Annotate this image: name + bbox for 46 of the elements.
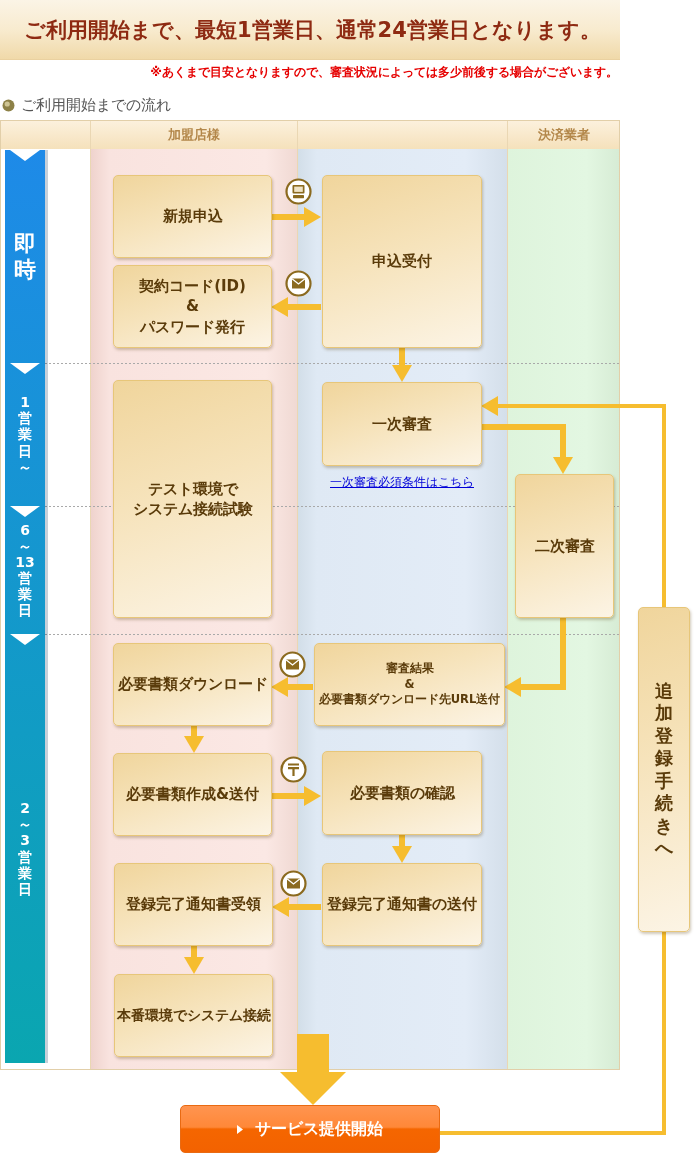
column-header: 決済業者: [538, 126, 590, 144]
page-title: ご利用開始まで、最短1営業日、通常24営業日となります。: [24, 17, 601, 44]
time-label: 即時: [13, 231, 37, 282]
step-label: 一次審査: [372, 413, 432, 435]
time-band: [5, 363, 45, 506]
arrow: [271, 297, 321, 317]
process-box: 審査結果 & 必要書類ダウンロード先URL送付: [314, 643, 505, 726]
arrow: [392, 835, 412, 863]
time-band: [5, 150, 45, 363]
arrow: [184, 726, 204, 753]
process-box: 必要書類の確認: [322, 751, 482, 835]
process-box: 登録完了通知書の送付: [322, 863, 482, 946]
process-box: 二次審査: [515, 474, 614, 618]
process-box: 登録完了通知書受領: [114, 863, 273, 946]
process-box: 新規申込: [113, 175, 272, 258]
column-header: 加盟店様: [168, 126, 220, 144]
time-label: 2～3営業日: [17, 800, 33, 897]
process-box: 追加登録手続きへ: [638, 607, 690, 932]
start-button: サービス提供開始: [180, 1105, 440, 1153]
link-text: 一次審査必須条件はこちら: [330, 475, 474, 489]
arrow: [392, 348, 412, 382]
connector-line: [440, 932, 666, 1135]
arrow: [271, 677, 313, 697]
arrow: [184, 946, 204, 974]
process-box: テスト環境でシステム接続試験: [113, 380, 272, 618]
time-band: [5, 634, 45, 1063]
process-box: 申込受付: [322, 175, 482, 348]
arrow: [481, 396, 666, 607]
swimlane: [90, 120, 297, 1070]
section-heading: ご利用開始までの流れ: [21, 95, 171, 115]
note-text: ※あくまで目安となりますので、審査状況によっては多少前後する場合がございます。: [150, 64, 618, 80]
process-box: 必要書類作成&送付: [113, 753, 272, 836]
arrow: [481, 424, 573, 474]
swimlane: [297, 120, 507, 1070]
arrow: [280, 1034, 346, 1105]
swimlane: [507, 120, 620, 1070]
arrow: [272, 897, 321, 917]
time-label: 6～13営業日: [14, 521, 36, 619]
process-box: 本番環境でシステム接続: [114, 974, 273, 1057]
process-box: 契約コード(ID) & パスワード発行: [113, 265, 272, 348]
time-label: 1営業日～: [17, 394, 33, 475]
arrow: [271, 786, 321, 806]
time-band: [5, 506, 45, 634]
arrow: [271, 207, 321, 227]
process-box: 必要書類ダウンロード: [113, 643, 272, 726]
arrow: [504, 618, 566, 697]
